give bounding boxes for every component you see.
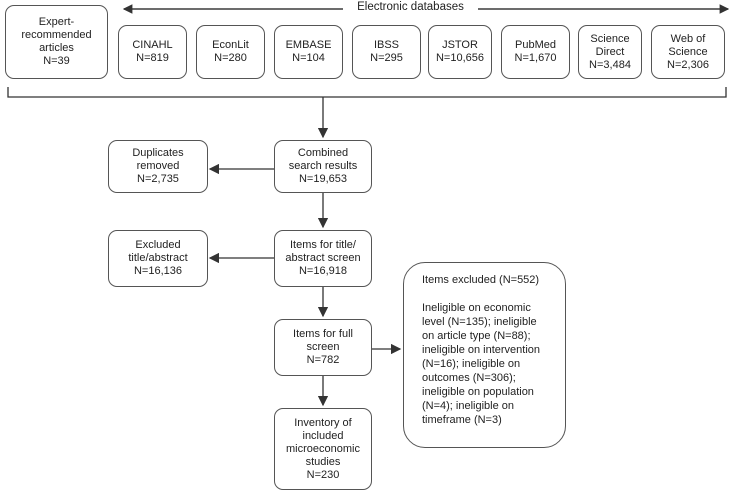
expert-recommended-text: Expert- recommended articles N=39 xyxy=(21,16,92,67)
merge-bracket xyxy=(7,87,727,98)
electronic-databases-label: Electronic databases xyxy=(343,1,478,13)
items-excluded-box: Items excluded (N=552) Ineligible on eco… xyxy=(403,262,566,448)
items-excluded-title: Items excluded (N=552) xyxy=(422,274,540,286)
expert-recommended-box: Expert- recommended articles N=39 xyxy=(5,5,108,79)
